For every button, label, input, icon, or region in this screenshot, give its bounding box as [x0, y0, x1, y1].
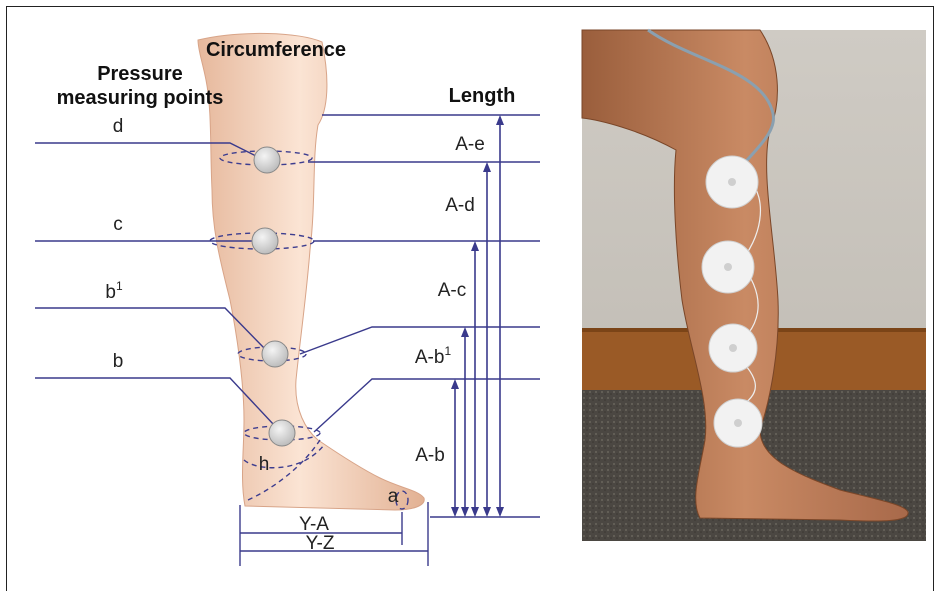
- leg-photo: [582, 30, 926, 541]
- length-label-a-b: A-b: [415, 445, 445, 466]
- point-label-d: d: [113, 116, 124, 137]
- sensor-d: [254, 147, 280, 173]
- pressure-header-line2: measuring points: [57, 87, 224, 109]
- length-label-a-c: A-c: [438, 280, 467, 301]
- foot-label-y-z: Y-Z: [306, 533, 335, 554]
- length-arrows: [451, 115, 504, 517]
- length-header: Length: [449, 85, 516, 107]
- point-label-c: c: [113, 214, 123, 235]
- leg-illustration: [198, 33, 424, 510]
- guide-line-b: [35, 378, 274, 425]
- foot-label-y-a: Y-A: [299, 514, 329, 535]
- circumference-header: Circumference: [206, 39, 346, 61]
- length-label-a-b1: A-b1: [415, 344, 452, 368]
- point-label-b: b: [113, 351, 124, 372]
- guide-line-b1: [35, 308, 266, 350]
- sensor-b: [269, 420, 295, 446]
- sensor-c: [252, 228, 278, 254]
- pressure-header-line1: Pressure: [97, 63, 183, 85]
- length-label-a-e: A-e: [455, 134, 485, 155]
- point-label-b1: b1: [105, 279, 123, 303]
- sensor-b1: [262, 341, 288, 367]
- point-label-a: a: [388, 486, 399, 507]
- length-label-a-d: A-d: [445, 195, 475, 216]
- level-line-b: [314, 379, 540, 432]
- point-label-h: h: [259, 454, 270, 475]
